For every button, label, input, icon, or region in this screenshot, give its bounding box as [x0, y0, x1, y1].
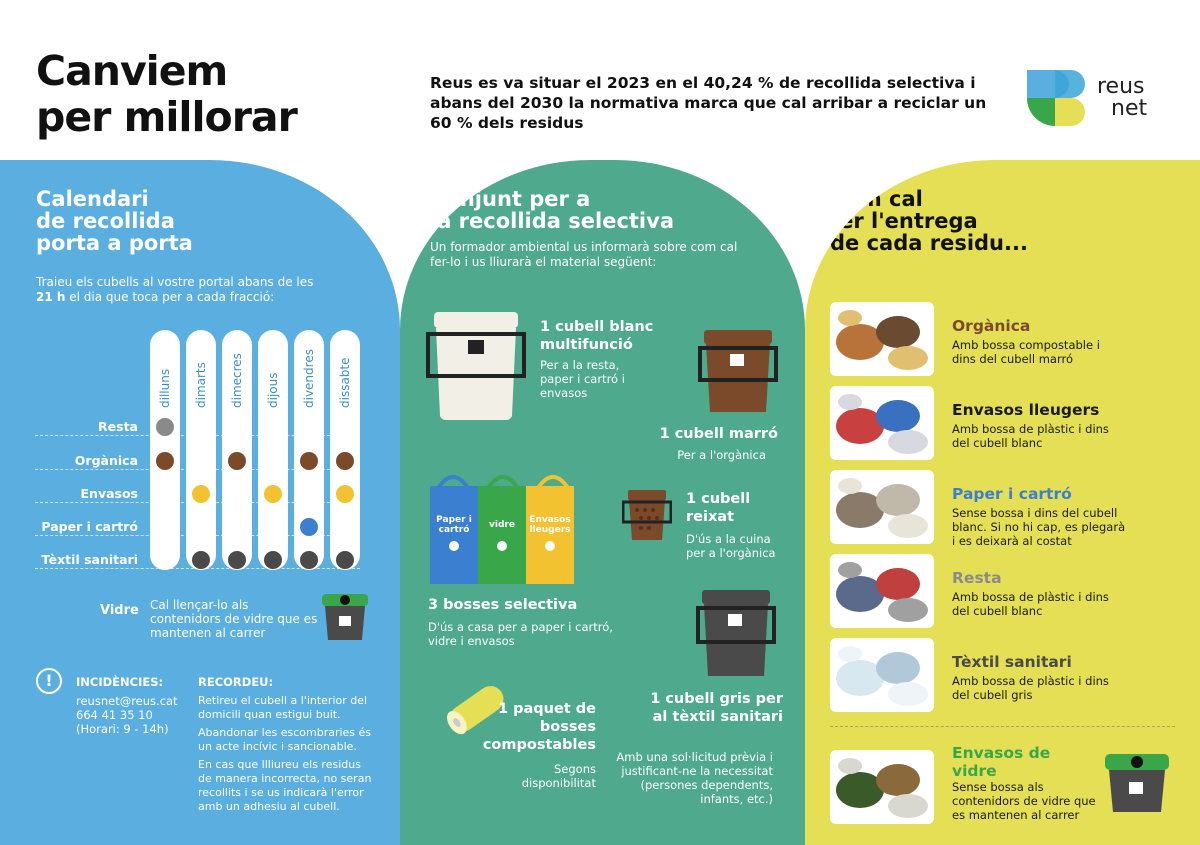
waste-name: Paper i cartró: [952, 485, 1072, 503]
calendar-title: Calendari de recollida porta a porta: [36, 187, 193, 255]
collection-dot: [336, 551, 354, 569]
recordeu-item-1: Retireu el cubell a l'interior del domic…: [198, 694, 368, 721]
vidre-text: Cal llençar-lo als contenidors de vidre …: [150, 598, 318, 640]
title-line-2: per millorar: [36, 93, 298, 141]
calendar-row-label: Paper i cartró: [41, 519, 138, 534]
calendar-row-label: Envasos: [80, 486, 139, 501]
glass-container-icon: [322, 594, 368, 640]
delivery-separator: [830, 726, 1175, 727]
waste-photo: [830, 750, 934, 824]
page-subtitle: Reus es va situar el 2023 en el 40,24 % …: [430, 74, 987, 132]
grated-bin-icon: [622, 490, 672, 540]
waste-photo: [830, 470, 934, 544]
collection-dot: [156, 452, 174, 470]
bag-label-vidre: vidre: [489, 520, 515, 530]
calendar-row-label: Orgànica: [74, 453, 138, 468]
collection-dot: [156, 418, 174, 436]
glass-container-icon-2: [1105, 754, 1169, 812]
collection-dot: [264, 485, 282, 503]
kit-title: Conjunt per a la recollida selectiva: [430, 187, 674, 233]
waste-name: Envasos lleugers: [952, 401, 1100, 419]
kit-item-4-title: 3 bosses selectiva: [428, 597, 578, 613]
calendar-panel: Calendari de recollida porta a porta Tra…: [0, 160, 400, 845]
day-column-1: dimarts: [186, 330, 216, 570]
kit-item-6-title: 1 cubell gris per al tèxtil sanitari: [650, 691, 783, 725]
waste-name: Tèxtil sanitari: [952, 653, 1072, 671]
kit-panel: Conjunt per a la recollida selectiva Un …: [400, 160, 805, 845]
page-title: Canviem per millorar: [36, 48, 356, 140]
kit-intro: Un formador ambiental us informarà sobre…: [430, 240, 738, 269]
vidre-label: Vidre: [100, 603, 139, 618]
recordeu-item-2: Abandonar les escombraries és un acte in…: [198, 726, 372, 753]
collection-dot: [300, 551, 318, 569]
waste-name: Orgànica: [952, 317, 1031, 335]
day-label: dijous: [266, 372, 280, 408]
day-label: dilluns: [158, 368, 172, 408]
compost-bags-icon: [446, 686, 504, 735]
kit-item-5-text: Segons disponibilitat: [521, 762, 596, 790]
collection-dot: [336, 485, 354, 503]
waste-photo: [830, 554, 934, 628]
title-line-1: Canviem: [36, 47, 228, 95]
waste-description: Amb bossa compostable i dins del cubell …: [952, 338, 1100, 366]
waste-photo: [830, 638, 934, 712]
grey-bin-icon: [696, 590, 776, 676]
kit-item-1-text: Per a la resta, paper i cartró i envasos: [540, 358, 625, 400]
recordeu-item-3: En cas que llliureu els residus de maner…: [198, 758, 372, 813]
selective-bags-icon: [430, 475, 574, 584]
waste-photo: [830, 386, 934, 460]
delivery-panel: Com cal fer l'entrega de cada residu... …: [805, 160, 1200, 845]
recordeu-title: RECORDEU:: [198, 675, 274, 689]
brown-bin-icon: [698, 330, 778, 412]
calendar-intro: Traieu els cubells al vostre portal aban…: [36, 275, 314, 304]
day-column-3: dijous: [258, 330, 288, 570]
kit-item-3-title: 1 cubell reixat: [686, 491, 751, 525]
delivery-title: Com cal fer l'entrega de cada residu...: [830, 187, 1028, 255]
day-label: dissabte: [338, 357, 352, 408]
day-label: dimarts: [194, 362, 208, 408]
waste-description: Sense bossa als contenidors de vidre que…: [952, 780, 1096, 822]
incidencies-text: reusnet@reus.cat 664 41 35 10 (Horari: 9…: [76, 694, 178, 736]
logo-text: reus net: [1097, 74, 1148, 121]
waste-description: Amb bossa de plàstic i dins del cubell b…: [952, 590, 1109, 618]
kit-item-1-title: 1 cubell blanc multifunció: [540, 319, 654, 353]
day-column-5: dissabte: [330, 330, 360, 570]
info-icon: !: [36, 668, 62, 694]
collection-dot: [300, 452, 318, 470]
waste-description: Sense bossa i dins del cubell blanc. Si …: [952, 506, 1126, 548]
collection-dot: [228, 452, 246, 470]
incidencies-title: INCIDÈNCIES:: [76, 675, 164, 689]
calendar-row-label: Resta: [98, 419, 138, 434]
kit-item-4-text: D'ús a casa per a paper i cartró, vidre …: [428, 620, 613, 648]
collection-dot: [228, 551, 246, 569]
white-bin-icon: [426, 312, 526, 421]
reusnet-logo-icon: [1027, 70, 1085, 126]
collection-dot: [264, 551, 282, 569]
calendar-row-label: Tèxtil sanitari: [41, 552, 138, 567]
day-column-2: dimecres: [222, 330, 252, 570]
waste-name: Envasos de vidre: [952, 744, 1051, 780]
waste-description: Amb bossa de plàstic i dins del cubell b…: [952, 422, 1109, 450]
day-label: dimecres: [230, 353, 244, 408]
kit-item-2-text: Per a l'orgànica: [677, 448, 766, 462]
waste-photo: [830, 302, 934, 376]
kit-item-5-title: 1 paquet de bosses compostables: [482, 701, 596, 753]
day-label: divendres: [302, 349, 316, 408]
bag-label-envasos: Envasos lleugers: [529, 515, 571, 535]
waste-name: Resta: [952, 569, 1002, 587]
kit-item-2-title: 1 cubell marró: [659, 426, 778, 442]
reusnet-logo: reus net: [1025, 68, 1175, 138]
day-column-0: dilluns: [150, 330, 180, 570]
collection-dot: [336, 452, 354, 470]
collection-dot: [192, 485, 210, 503]
kit-item-6-text: Amb una sol·licitud prèvia i justificant…: [616, 750, 773, 806]
collection-dot: [300, 518, 318, 536]
waste-description: Amb bossa de plàstic i dins del cubell g…: [952, 674, 1109, 702]
bag-label-paper: Paper i cartró: [436, 515, 472, 535]
kit-item-3-text: D'ús a la cuina per a l'orgànica: [686, 532, 776, 560]
collection-dot: [192, 551, 210, 569]
